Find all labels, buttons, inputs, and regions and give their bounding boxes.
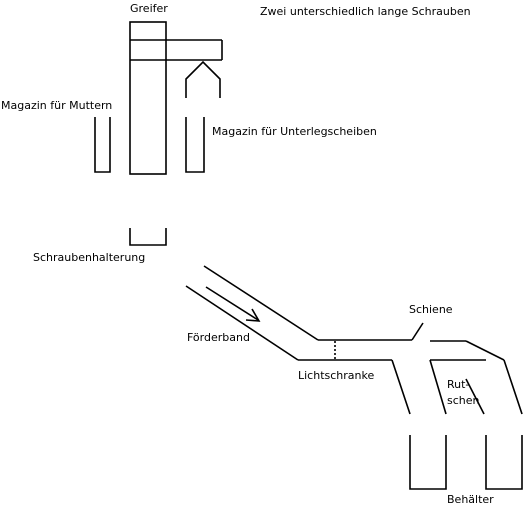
label-lichtschranke: Lichtschranke <box>298 369 375 382</box>
container-left <box>409 435 447 490</box>
label-rutschen-line1: Rut- <box>447 378 470 391</box>
rail <box>298 322 424 361</box>
nut-magazine <box>94 117 111 173</box>
conveyor <box>185 265 319 361</box>
washer-magazine <box>185 117 205 173</box>
conveyor-lower-edge <box>185 285 299 361</box>
chutes <box>391 340 523 415</box>
rail-upper-kink <box>411 322 424 341</box>
label-magazin-muttern: Magazin für Muttern <box>1 99 113 112</box>
chute-right-inner <box>465 378 485 415</box>
label-behaelter: Behälter <box>447 493 494 506</box>
label-magazin-unterlegscheiben: Magazin für Unterlegscheiben <box>212 125 377 138</box>
label-foerderband: Förderband <box>187 331 250 344</box>
container-right <box>485 435 523 490</box>
chute-left-inner <box>429 359 447 415</box>
chute-right-outer <box>503 359 523 415</box>
washer-magazine-top <box>185 60 221 98</box>
label-rutschen-line2: schen <box>447 394 480 407</box>
gripper <box>129 21 223 175</box>
label-greifer: Greifer <box>130 2 168 15</box>
conveyor-direction-arrow <box>205 286 259 321</box>
chute-right-bend <box>465 340 505 361</box>
arrow-head <box>245 308 261 322</box>
label-schiene: Schiene <box>409 303 453 316</box>
conveyor-upper-edge <box>203 265 319 341</box>
label-schraubenhalterung: Schraubenhalterung <box>33 251 146 264</box>
gripper-column <box>129 21 167 175</box>
label-schrauben-note: Zwei unterschiedlich lange Schrauben <box>260 5 471 18</box>
chute-left-outer <box>391 359 411 415</box>
screw-holder <box>129 228 167 246</box>
